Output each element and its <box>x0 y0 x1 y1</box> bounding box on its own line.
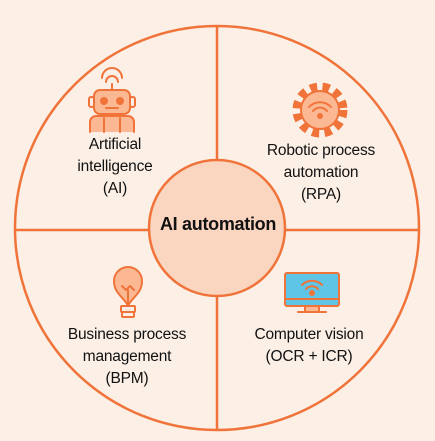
label-line: Robotic process <box>266 142 376 159</box>
label-line: Computer vision <box>254 326 364 343</box>
quadrant-label-ai: Artificial intelligence (AI) <box>50 134 180 200</box>
label-line: Business process <box>67 326 187 343</box>
label-line: automation <box>283 164 359 181</box>
gear-wifi-icon <box>292 82 348 138</box>
lightbulb-icon <box>113 266 143 318</box>
center-circle <box>147 158 287 298</box>
label-line: Artificial <box>88 136 142 153</box>
center-label: AI automation <box>159 214 277 234</box>
label-line: management <box>82 348 172 365</box>
label-line: (RPA) <box>300 186 342 203</box>
quadrant-label-rpa: Robotic process automation (RPA) <box>246 140 396 206</box>
label-line: (OCR + ICR) <box>265 348 353 365</box>
label-line: (AI) <box>102 180 128 197</box>
label-line: (BPM) <box>105 370 149 387</box>
monitor-wifi-icon <box>284 272 340 313</box>
robot-icon <box>88 67 136 133</box>
label-line: intelligence <box>77 158 153 175</box>
quadrant-label-bpm: Business process management (BPM) <box>52 324 202 390</box>
quadrant-label-cv: Computer vision (OCR + ICR) <box>234 324 384 368</box>
